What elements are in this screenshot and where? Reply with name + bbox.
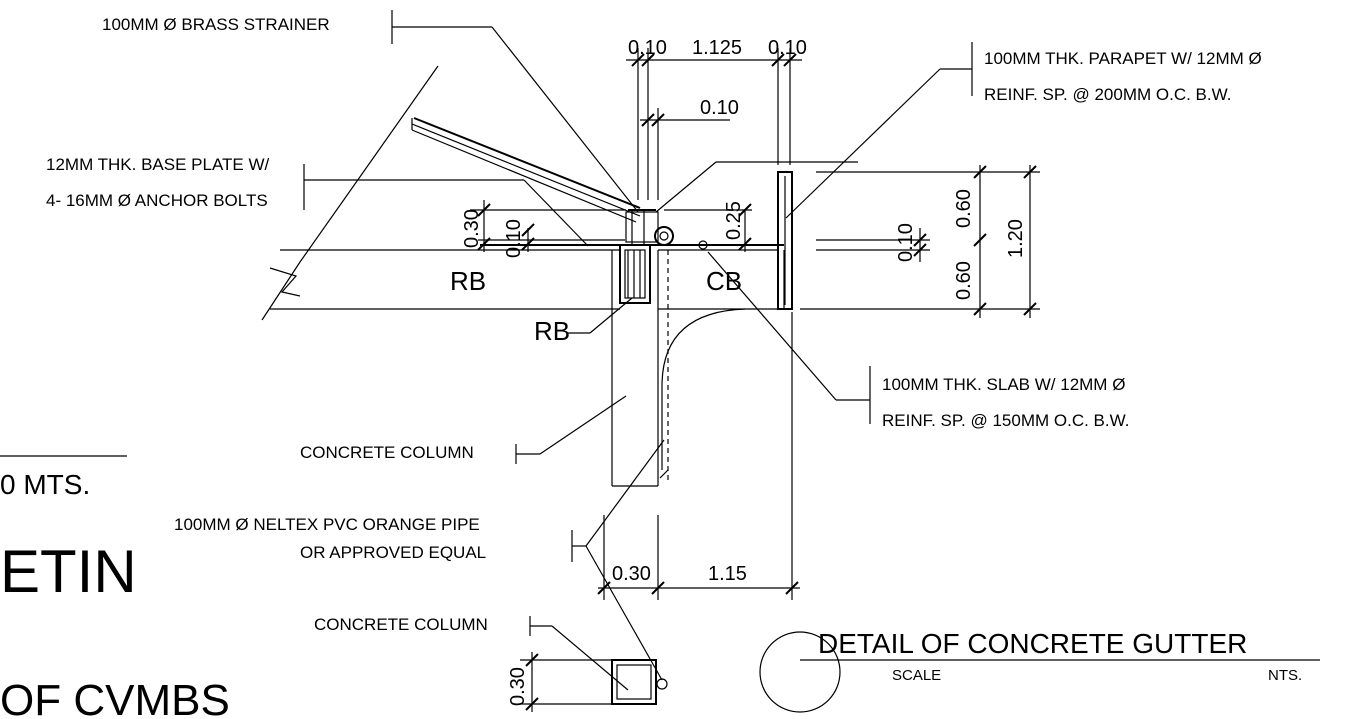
right-dimensions: 0.60 0.60 0.10 1.20 — [800, 165, 1040, 318]
dim-right-060-bottom: 0.60 — [953, 261, 975, 300]
label-brass-strainer: 100MM Ø BRASS STRAINER — [102, 15, 330, 34]
label-base-plate-line1: 12MM THK. BASE PLATE W/ — [46, 155, 270, 174]
dim-025-vertical: 0.25 — [723, 201, 745, 240]
dim-top-left: 0.10 — [628, 37, 667, 59]
rb-bottom-label: RB — [534, 316, 570, 346]
rb-left-label: RB — [450, 266, 486, 296]
label-concrete-column-2: CONCRETE COLUMN — [314, 615, 488, 634]
bottom-dimensions: 0.30 1.15 — [597, 312, 800, 600]
scale-value: NTS. — [1268, 667, 1302, 684]
dim-right-010: 0.10 — [895, 223, 917, 262]
label-pipe-line2: OR APPROVED EQUAL — [300, 543, 486, 562]
label-parapet-line2: REINF. SP. @ 200MM O.C. B.W. — [984, 85, 1231, 104]
label-concrete-column-1: CONCRETE COLUMN — [300, 443, 474, 462]
base-plate-dimensions: 0.30 0.10 0.25 — [461, 200, 752, 258]
fragment-etin: ETIN — [0, 538, 137, 605]
label-base-plate-line2: 4- 16MM Ø ANCHOR BOLTS — [46, 191, 268, 210]
dim-upper-mid: 0.10 — [700, 97, 739, 119]
dim-right-120: 1.20 — [1005, 219, 1027, 258]
roof-truss — [261, 65, 641, 321]
label-parapet-line1: 100MM THK. PARAPET W/ 12MM Ø — [984, 49, 1262, 68]
roof-beam: RB — [270, 239, 784, 310]
dim-top-right: 0.10 — [768, 37, 807, 59]
detail-title: DETAIL OF CONCRETE GUTTER — [818, 628, 1247, 659]
fragment-cvmbs: OF CVMBS — [0, 676, 230, 719]
callouts: 100MM Ø BRASS STRAINER 100MM THK. PARAPE… — [46, 10, 1262, 691]
column-section-plan: 0.30 — [507, 652, 668, 712]
dim-bottom-030: 0.30 — [612, 563, 651, 585]
dim-bottom-115: 1.15 — [708, 563, 747, 585]
label-slab-line1: 100MM THK. SLAB W/ 12MM Ø — [882, 375, 1125, 394]
dim-030-vertical: 0.30 — [461, 209, 483, 248]
dim-010-vertical: 0.10 — [503, 219, 525, 258]
dim-right-060-top: 0.60 — [953, 189, 975, 228]
scale-label: SCALE — [892, 667, 941, 684]
fragment-mts: 0 MTS. — [0, 469, 90, 500]
detail-title-block: DETAIL OF CONCRETE GUTTER SCALE NTS. — [759, 628, 1320, 713]
dim-top-mid: 1.125 — [692, 37, 742, 59]
label-pipe-line1: 100MM Ø NELTEX PVC ORANGE PIPE — [174, 515, 480, 534]
label-slab-line2: REINF. SP. @ 150MM O.C. B.W. — [882, 411, 1129, 430]
column-and-gutter: RB CB — [534, 171, 793, 487]
left-title-fragments: 0 MTS. ETIN OF CVMBS — [0, 455, 230, 719]
top-dimensions: 0.10 1.125 0.10 0.10 — [626, 37, 807, 200]
dim-column-030: 0.30 — [507, 667, 529, 706]
